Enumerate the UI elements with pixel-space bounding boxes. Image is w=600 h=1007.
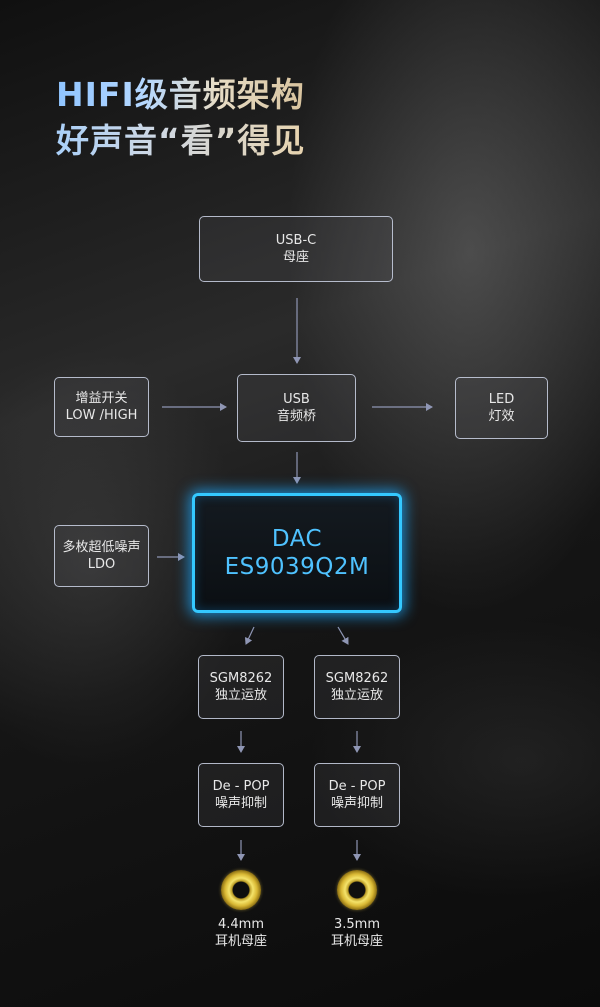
title-line-1: HIFI级音频架构 bbox=[56, 68, 305, 116]
arrow-dac-to-amp-right bbox=[337, 626, 349, 645]
node-gain-switch-line2: LOW /HIGH bbox=[65, 408, 138, 423]
node-ldo-line1: 多枚超低噪声 bbox=[62, 540, 141, 555]
title-line-2: 好声音“看”得见 bbox=[56, 114, 305, 162]
node-usb-c: USB-C 母座 bbox=[199, 216, 393, 282]
node-amp-left-line2: 独立运放 bbox=[214, 688, 267, 703]
node-depop-right: De - POP 噪声抑制 bbox=[314, 763, 400, 827]
headphone-jack-3-5mm-icon bbox=[337, 870, 377, 910]
node-amp-left: SGM8262 独立运放 bbox=[198, 655, 284, 719]
jack-right-line2: 耳机母座 bbox=[330, 934, 383, 949]
node-usb-bridge: USB 音频桥 bbox=[237, 374, 356, 442]
node-amp-right-line2: 独立运放 bbox=[330, 688, 383, 703]
jack-right-line1: 3.5mm bbox=[333, 917, 380, 932]
node-depop-left-line1: De - POP bbox=[212, 779, 270, 794]
node-depop-right-line1: De - POP bbox=[328, 779, 386, 794]
node-gain-switch: 增益开关 LOW /HIGH bbox=[54, 377, 149, 437]
node-depop-left-line2: 噪声抑制 bbox=[214, 796, 267, 811]
node-usb-c-line2: 母座 bbox=[282, 250, 309, 265]
headphone-jack-4-4mm-icon bbox=[221, 870, 261, 910]
node-usb-bridge-line2: 音频桥 bbox=[276, 409, 316, 424]
jack-right-label: 3.5mm 耳机母座 bbox=[312, 916, 402, 950]
jack-left-label: 4.4mm 耳机母座 bbox=[196, 916, 286, 950]
node-gain-switch-line1: 增益开关 bbox=[75, 391, 128, 406]
node-amp-left-line1: SGM8262 bbox=[209, 671, 273, 686]
node-amp-right-line1: SGM8262 bbox=[325, 671, 389, 686]
node-ldo: 多枚超低噪声 LDO bbox=[54, 525, 149, 587]
jack-left-line2: 耳机母座 bbox=[214, 934, 267, 949]
jack-left-line1: 4.4mm bbox=[217, 917, 264, 932]
node-usb-c-line1: USB-C bbox=[275, 233, 317, 248]
node-usb-bridge-line1: USB bbox=[283, 392, 310, 407]
node-led: LED 灯效 bbox=[455, 377, 548, 439]
arrow-dac-to-amp-left bbox=[244, 626, 255, 645]
node-amp-right: SGM8262 独立运放 bbox=[314, 655, 400, 719]
node-depop-right-line2: 噪声抑制 bbox=[330, 796, 383, 811]
node-led-line2: 灯效 bbox=[488, 409, 515, 424]
node-dac-line2: ES9039Q2M bbox=[224, 554, 370, 580]
node-dac-line1: DAC bbox=[271, 526, 323, 552]
node-dac: DAC ES9039Q2M bbox=[192, 493, 402, 613]
node-led-line1: LED bbox=[488, 392, 515, 407]
node-depop-left: De - POP 噪声抑制 bbox=[198, 763, 284, 827]
node-ldo-line2: LDO bbox=[87, 557, 116, 572]
